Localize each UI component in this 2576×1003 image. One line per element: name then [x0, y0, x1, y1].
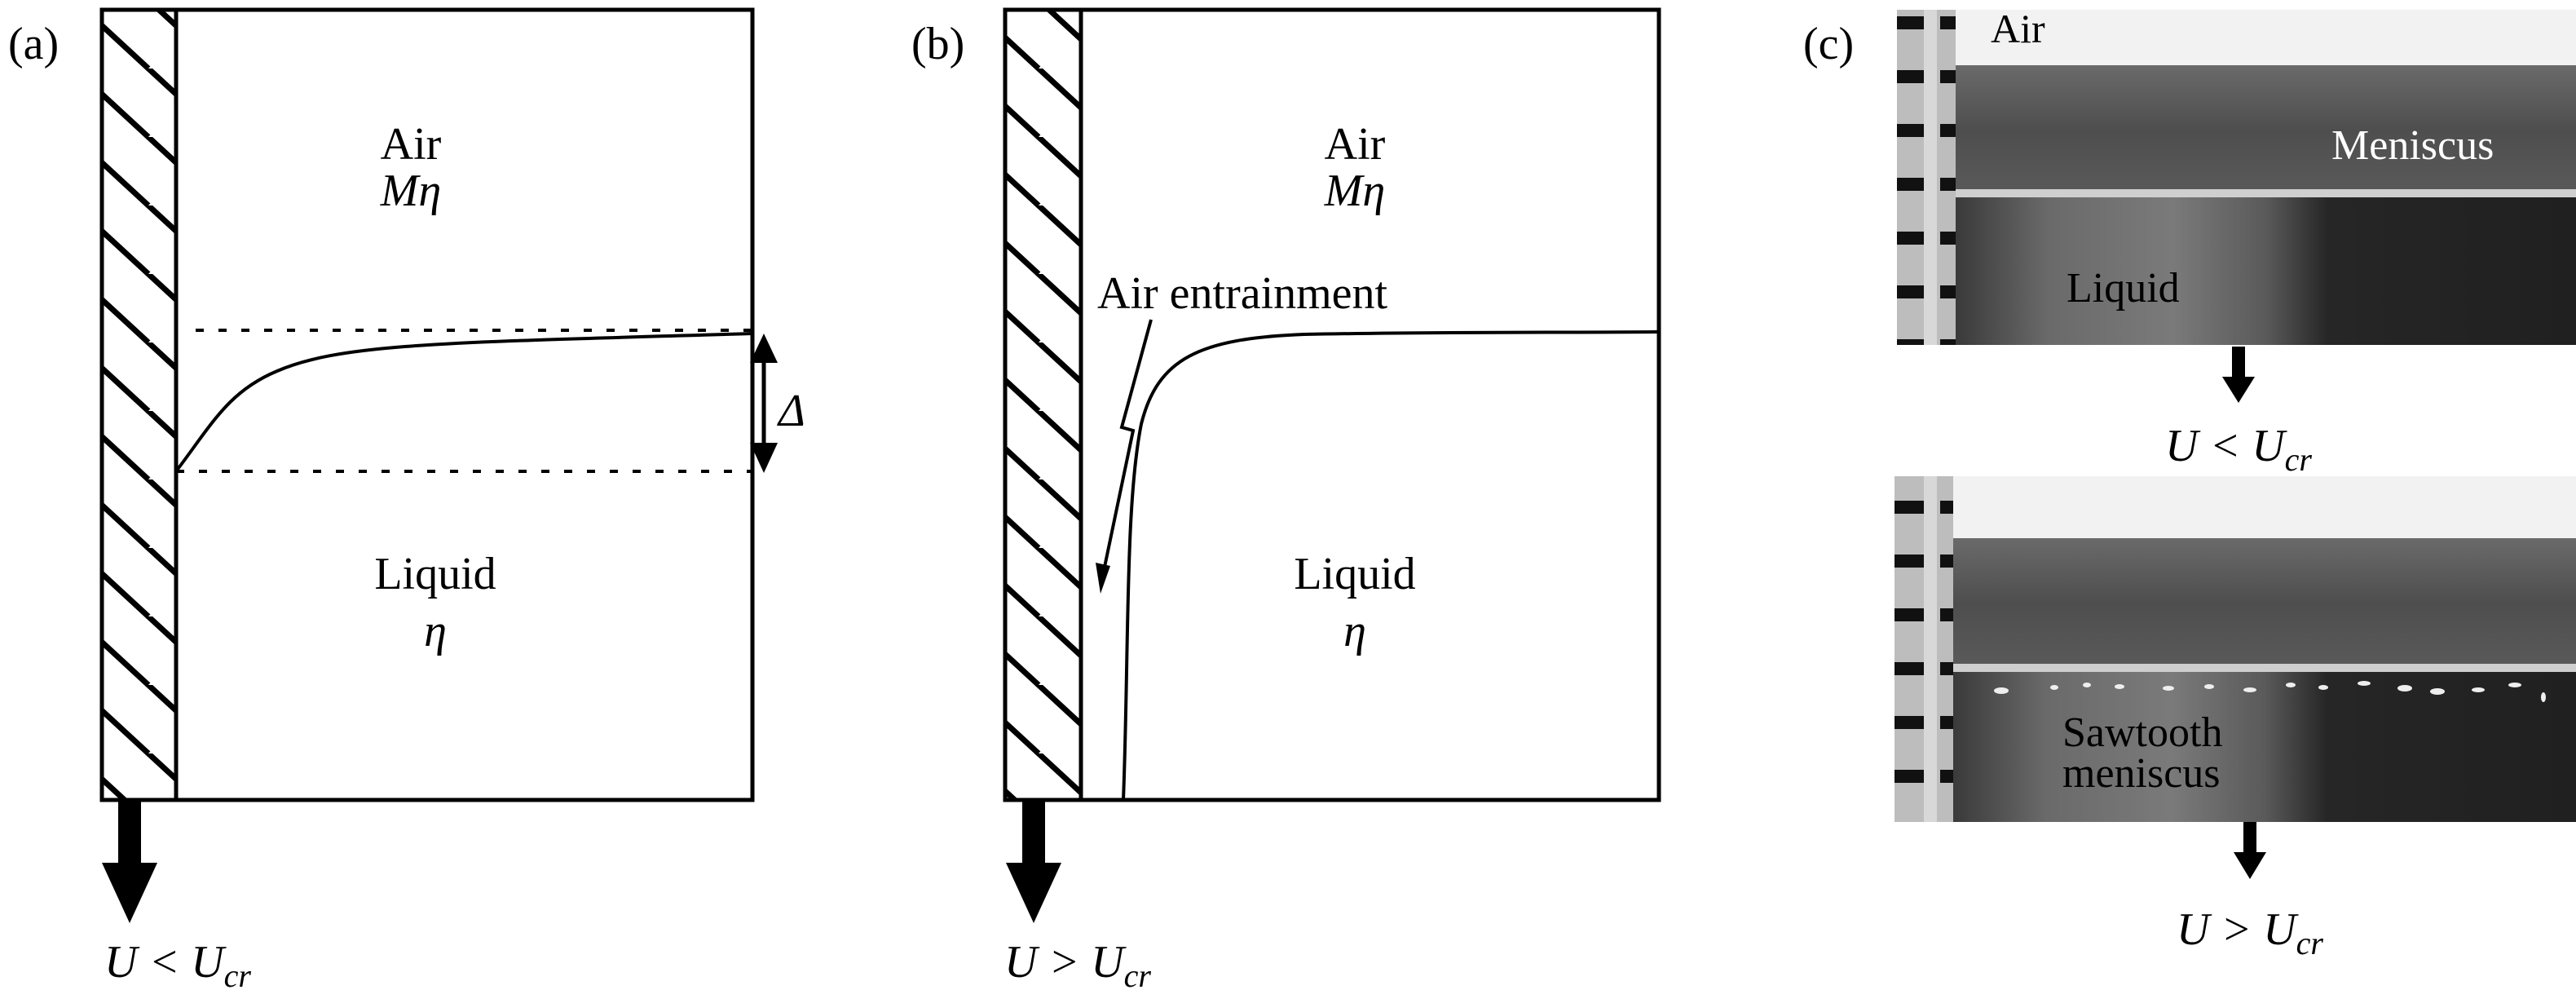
entrained-meniscus-curve — [1122, 330, 1660, 801]
meniscus-band — [1953, 538, 2576, 669]
liquid-region — [1956, 197, 2576, 345]
panel-a-label: (a) — [8, 19, 59, 69]
panel-a: (a) Δ Air Mη Liquid η U < Ucr — [8, 7, 805, 994]
sawtooth-label-line1: Sawtooth — [2062, 709, 2222, 756]
liquid-viscosity: η — [1343, 606, 1366, 656]
velocity-condition: U < Ucr — [104, 937, 251, 994]
liquid-label: Liquid — [1294, 549, 1415, 599]
air-label: Air — [1991, 6, 2045, 51]
down-arrow-icon — [2234, 822, 2266, 879]
domain-box — [1003, 7, 1661, 802]
panel-c-label: (c) — [1803, 19, 1854, 69]
panel-c: (c) Air Meniscus Liquid U < Ucr — [1803, 6, 2576, 961]
lightning-arrow-icon — [1096, 319, 1153, 594]
velocity-condition: U > Ucr — [1004, 937, 1151, 994]
liquid-label: Liquid — [2067, 265, 2180, 312]
panel-b: (b) Air Mη Air entrainment Liquid η U > … — [911, 7, 1661, 994]
air-label: Air — [381, 119, 442, 170]
air-label: Air — [1325, 119, 1386, 170]
air-entrainment-label: Air entrainment — [1097, 268, 1388, 319]
liquid-label: Liquid — [374, 549, 496, 599]
domain-box — [99, 7, 755, 802]
entrained-air-bubbles — [1994, 681, 2546, 702]
ruler-scale — [1895, 476, 1953, 822]
air-viscosity: Mη — [1324, 166, 1385, 216]
meniscus-band — [1956, 65, 2576, 196]
delta-arrow — [750, 334, 778, 473]
down-arrow-icon — [1006, 800, 1061, 923]
velocity-condition-bottom: U > Ucr — [2177, 904, 2323, 961]
liquid-region — [1953, 672, 2576, 822]
down-arrow-icon — [102, 800, 157, 923]
delta-label: Δ — [777, 386, 805, 436]
moving-wall — [99, 7, 179, 802]
liquid-viscosity: η — [424, 606, 447, 656]
photo-below-critical: Air Meniscus Liquid — [1897, 6, 2576, 345]
air-viscosity: Mη — [380, 166, 441, 216]
ruler-scale — [1897, 10, 1956, 345]
meniscus-label: Meniscus — [2331, 122, 2494, 169]
meniscus-curve — [174, 332, 753, 473]
moving-wall — [1003, 7, 1083, 802]
down-arrow-icon — [2222, 347, 2255, 403]
velocity-condition-top: U < Ucr — [2165, 421, 2312, 478]
photo-above-critical: Sawtooth meniscus — [1895, 476, 2576, 822]
sawtooth-label-line2: meniscus — [2062, 750, 2221, 797]
panel-b-label: (b) — [911, 19, 964, 69]
